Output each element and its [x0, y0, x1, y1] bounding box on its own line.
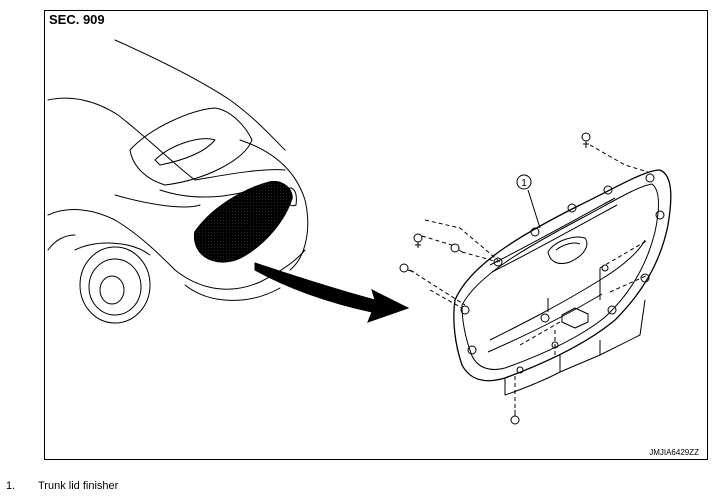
callout-number: 1: [521, 178, 527, 189]
car-rear-illustration: [47, 39, 309, 324]
screw-icon: [510, 410, 520, 425]
callout-circle: [516, 174, 532, 190]
screw-icon: [413, 233, 423, 248]
section-label: SEC. 909: [49, 12, 105, 27]
legend-item: 1. Trunk lid finisher: [6, 480, 118, 492]
legend-text: Trunk lid finisher: [38, 480, 119, 492]
leader-lines: [409, 144, 649, 408]
diagram-frame: SEC. 909 JMJIA6429ZZ: [44, 10, 708, 460]
screw-icon: [450, 243, 465, 254]
legend-number: 1.: [6, 480, 16, 492]
screw-icon: [581, 132, 591, 148]
trunk-lid-finisher-part: [399, 132, 672, 425]
figure-code: JMJIA6429ZZ: [649, 448, 699, 457]
direction-arrow: [254, 262, 410, 323]
